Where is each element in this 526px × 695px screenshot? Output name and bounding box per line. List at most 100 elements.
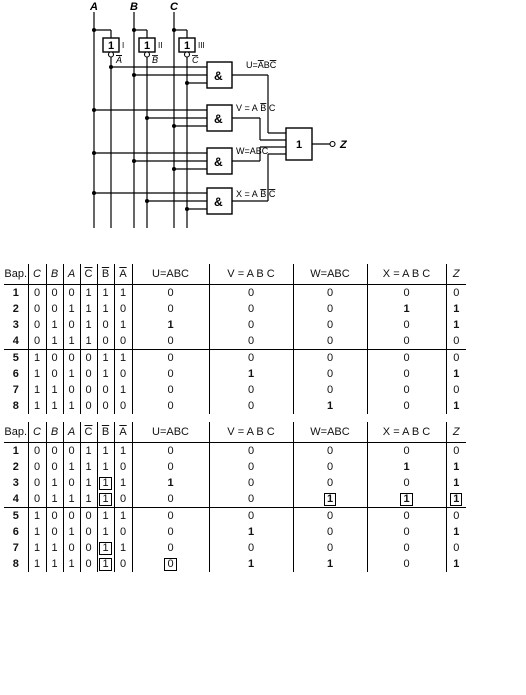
cell-b: 1 (45, 398, 63, 414)
cell-w: 0 (292, 475, 367, 491)
and-gate-x-symbol: & (214, 195, 223, 209)
cell-u: 0 (131, 333, 209, 350)
header-z: Z (445, 264, 466, 285)
cell-u: 0 (131, 540, 209, 556)
cell-c-bar: 1 (79, 442, 97, 459)
cell-v: 1 (208, 366, 293, 382)
cell-w: 0 (292, 442, 367, 459)
cell-a-bar: 0 (113, 366, 132, 382)
cell-w: 0 (292, 382, 367, 398)
cell-b-bar: 1 (96, 349, 114, 366)
input-label-b: B (130, 1, 138, 13)
gate-label-char: C (262, 146, 269, 156)
cell-bap: 1 (12, 445, 19, 457)
cell-bap: 2 (12, 303, 19, 315)
cell-a: 1 (62, 333, 80, 350)
and-gate-v: & (206, 104, 233, 132)
cell-b: 0 (45, 366, 63, 382)
cell-c-bar: 1 (79, 333, 97, 350)
cell-v: 0 (208, 284, 293, 301)
highlighted-value: 1 (99, 492, 112, 506)
cell-z: 0 (445, 284, 466, 301)
cell-bap: 6 (12, 526, 19, 538)
cell-b: 0 (45, 301, 63, 317)
inverter-i-roman: I (122, 41, 124, 50)
cell-z: 0 (445, 442, 466, 459)
inverter-ii-output: B (152, 55, 158, 65)
header-a-bar: A (113, 264, 132, 285)
cell-z: 0 (445, 507, 466, 524)
cell-x: 0 (366, 349, 446, 366)
cell-z: 1 (445, 317, 466, 333)
cell-c-bar: 1 (79, 475, 97, 491)
cell-b-bar: 1 (96, 284, 114, 301)
cell-b: 1 (45, 556, 63, 572)
cell-x: 0 (366, 442, 446, 459)
truth-table-1-header: Bap. C B A C B A U=ABC V = A B C W=ABC X… (4, 264, 466, 285)
cell-w: 0 (292, 459, 367, 475)
cell-c: 0 (27, 491, 46, 508)
cell-a: 1 (62, 491, 80, 508)
gate-label-char: A (258, 60, 264, 70)
cell-w: 0 (292, 349, 367, 366)
gate-label-char: B (264, 60, 270, 70)
logic-circuit-diagram: A B C 1 I A 1 II B 1 III C & & & (89, 1, 348, 228)
header-a: A (62, 422, 80, 443)
cell-bap: 1 (12, 287, 19, 299)
cell-b: 1 (45, 475, 63, 491)
gate-label-x: X = A B C (236, 189, 276, 199)
cell-u: 0 (131, 442, 209, 459)
gate-label-w: W=ABC (236, 146, 269, 156)
cell-c-bar: 0 (79, 382, 97, 398)
cell-u: 0 (131, 301, 209, 317)
cell-b-bar: 1 (96, 459, 114, 475)
cell-c: 0 (27, 301, 46, 317)
cell-a-bar: 0 (113, 524, 132, 540)
cell-a: 0 (62, 317, 80, 333)
cell-b-bar: 1 (96, 556, 114, 572)
cell-w: 0 (292, 540, 367, 556)
and-gate-w: & (206, 147, 233, 175)
cell-bap: 7 (12, 542, 19, 554)
cell-v: 0 (208, 349, 293, 366)
gate-label-char: B (256, 146, 262, 156)
inverter-iii-symbol: 1 (184, 40, 190, 52)
cell-c: 0 (27, 442, 46, 459)
cell-z: 1 (445, 459, 466, 475)
cell-w: 1 (292, 491, 367, 508)
or-gate-symbol: 1 (296, 139, 302, 151)
cell-u: 0 (131, 491, 209, 508)
cell-x: 1 (366, 459, 446, 475)
cell-u: 0 (131, 556, 209, 572)
and-gate-v-symbol: & (214, 112, 223, 126)
cell-c-bar: 1 (79, 317, 97, 333)
cell-w: 1 (292, 398, 367, 414)
cell-c: 1 (27, 556, 46, 572)
cell-w: 0 (292, 284, 367, 301)
cell-c-bar: 1 (79, 301, 97, 317)
cell-x: 0 (366, 507, 446, 524)
and-gate-u-symbol: & (214, 69, 223, 83)
cell-w: 0 (292, 524, 367, 540)
header-bap: Bap. (4, 264, 28, 285)
cell-bap: 8 (12, 400, 19, 412)
cell-v: 1 (208, 556, 293, 572)
cell-c-bar: 0 (79, 556, 97, 572)
cell-v: 0 (208, 475, 293, 491)
cell-b: 0 (45, 442, 63, 459)
cell-a: 0 (62, 442, 80, 459)
cell-w: 1 (292, 556, 367, 572)
cell-b-bar: 1 (96, 524, 114, 540)
cell-x: 0 (366, 366, 446, 382)
cell-a: 1 (62, 398, 80, 414)
cell-v: 0 (208, 317, 293, 333)
cell-c: 0 (27, 459, 46, 475)
cell-b-bar: 0 (96, 333, 114, 350)
cell-bap: 5 (4, 349, 28, 366)
